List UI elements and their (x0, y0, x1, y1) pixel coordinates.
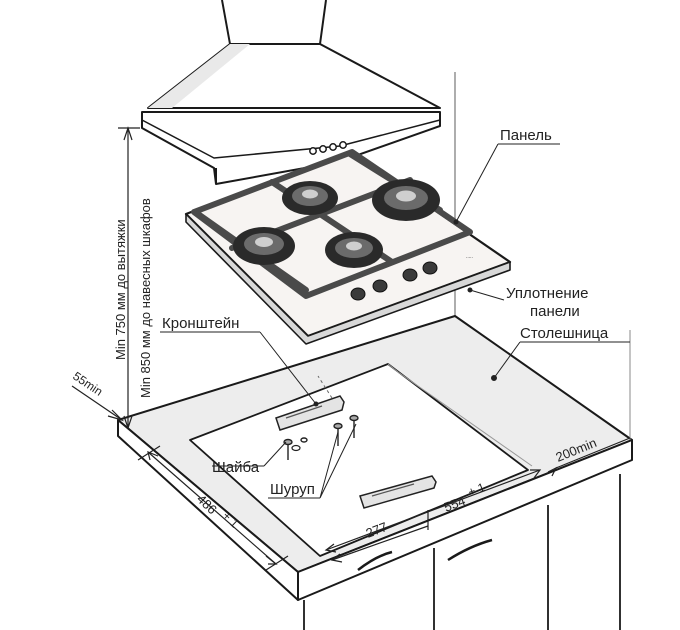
mounting-bracket-front (359, 475, 437, 509)
label-panel: Панель (500, 127, 552, 144)
dim-cabinets-850: Min 850 мм до навесных шкафов (138, 198, 153, 398)
burner-rear-left (282, 181, 338, 215)
label-bracket: Кронштейн (162, 315, 239, 332)
gas-hob: ..... (184, 149, 512, 345)
burner-rear-right (372, 179, 440, 221)
countertop-cutout (189, 363, 529, 557)
range-hood (141, 0, 441, 185)
callout-leaders (160, 143, 630, 499)
hood-canopy-shade (148, 44, 250, 108)
cabinet-door-handle-right (447, 538, 493, 562)
label-washer: Шайба (212, 459, 260, 476)
label-screw: Шуруп (270, 481, 315, 498)
dim-bracket-277: 277 (364, 519, 390, 541)
svg-text:.....: ..... (466, 254, 473, 260)
burner-front-left (233, 227, 295, 265)
dim-width-554: 554 + 1 (442, 480, 488, 515)
hood-chimney (221, 0, 327, 45)
label-seal-line2: панели (530, 303, 580, 320)
label-seal-line1: Уплотнение (506, 285, 588, 302)
washer (291, 444, 301, 452)
dim-edge-55: 55min (70, 369, 105, 399)
cabinet-door-handle-left (357, 550, 393, 571)
hood-buttons (309, 141, 347, 155)
hob-knobs (350, 261, 438, 301)
dimension-lines (71, 126, 631, 571)
hood-front-panel (141, 111, 441, 185)
dim-hood-750: Min 750 мм до вытяжки (113, 219, 128, 360)
burner-front-right (325, 232, 383, 268)
mounting-bracket-rear (275, 375, 345, 431)
label-countertop: Столешница (520, 325, 609, 342)
dim-width-554-value: 554 (442, 493, 468, 515)
dim-width-554-tolerance: + 1 (466, 480, 487, 499)
hob-burners (233, 179, 440, 268)
base-cabinet (303, 474, 621, 630)
screws (283, 414, 359, 460)
